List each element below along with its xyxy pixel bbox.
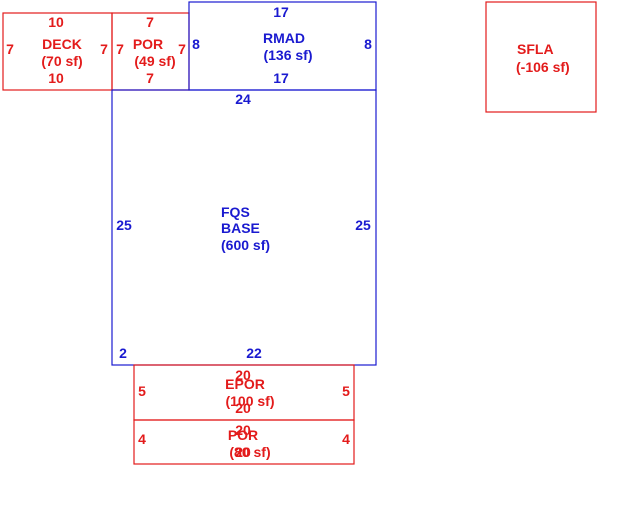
- sfla-area-value: (-106 sf): [516, 59, 570, 75]
- por-bottom-label: POR: [228, 427, 258, 443]
- por-top-area[interactable]: 7 7 7 POR (49 sf) 7: [111, 12, 190, 91]
- por-bottom-left-dimension: 4: [138, 431, 146, 447]
- por-top-area-value: (49 sf): [134, 53, 175, 69]
- rmad-left-dimension: 8: [192, 36, 200, 52]
- deck-left-dimension: 7: [6, 41, 14, 57]
- sfla-outline: [485, 1, 597, 113]
- rmad-right-dimension: 8: [364, 36, 372, 52]
- por-bottom-area[interactable]: 20 4 4 POR (80 sf) 20: [133, 419, 355, 465]
- por-bottom-right-dimension: 4: [342, 431, 350, 447]
- por-top-label: POR: [133, 36, 163, 52]
- fqs-base-area[interactable]: 24 FQS BASE (600 sf) 25 25 2 22: [111, 89, 377, 366]
- epor-top-dimension: 20: [235, 367, 251, 383]
- deck-right-dimension: 7: [100, 41, 108, 57]
- por-top-right-dimension: 7: [178, 41, 186, 57]
- deck-area[interactable]: 10 7 7 DECK (70 sf) 10: [2, 12, 113, 91]
- rmad-area[interactable]: 17 8 8 RMAD (136 sf) 17: [188, 1, 377, 91]
- epor-area-value: (100 sf): [225, 393, 274, 409]
- por-top-top-dimension: 7: [146, 14, 154, 30]
- fqs-base-area-value: (600 sf): [221, 237, 270, 253]
- fqs-base-label-line2: BASE: [221, 220, 260, 236]
- rmad-bottom-dimension: 17: [273, 70, 289, 86]
- epor-bottom-dimension: 20: [235, 400, 251, 416]
- fqs-base-right-dimension: 25: [355, 217, 371, 233]
- por-bottom-outline: [133, 419, 355, 465]
- fqs-base-bottom-dimension: 22: [246, 345, 262, 361]
- epor-area[interactable]: 20 5 5 EPOR (100 sf) 20: [133, 364, 355, 421]
- deck-top-dimension: 10: [48, 14, 64, 30]
- fqs-base-top-dimension: 24: [235, 91, 251, 107]
- sfla-label: SFLA: [517, 41, 554, 57]
- fqs-base-label-line1: FQS: [221, 204, 250, 220]
- epor-label: EPOR: [225, 376, 265, 392]
- deck-area-value: (70 sf): [41, 53, 82, 69]
- deck-bottom-dimension: 10: [48, 70, 64, 86]
- fqs-base-left-dimension: 25: [116, 217, 132, 233]
- rmad-label: RMAD: [263, 30, 305, 46]
- por-bottom-top-dimension: 20: [235, 422, 251, 438]
- por-top-left-dimension: 7: [116, 41, 124, 57]
- por-bottom-area-value: (80 sf): [229, 444, 270, 460]
- deck-label: DECK: [42, 36, 82, 52]
- por-top-bottom-dimension: 7: [146, 70, 154, 86]
- fqs-base-bottom-left-dimension: 2: [119, 345, 127, 361]
- rmad-top-dimension: 17: [273, 4, 289, 20]
- epor-right-dimension: 5: [342, 383, 350, 399]
- por-bottom-bottom-dimension: 20: [235, 444, 251, 460]
- rmad-area-value: (136 sf): [263, 47, 312, 63]
- epor-left-dimension: 5: [138, 383, 146, 399]
- sfla-area[interactable]: SFLA (-106 sf): [485, 1, 597, 113]
